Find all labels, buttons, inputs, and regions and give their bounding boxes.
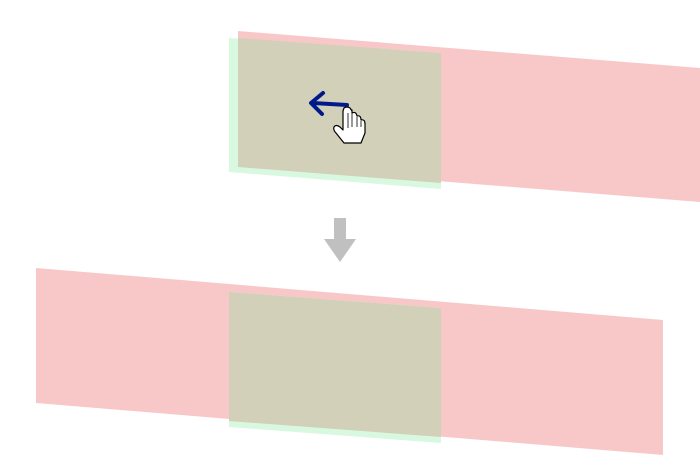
arrow-down-icon [324,218,356,262]
before-frame [238,38,441,183]
hand-pointer-icon [333,106,366,144]
arrow-left-icon [309,91,349,116]
after-frame [229,292,441,437]
after-panel [36,268,663,455]
before-panel [229,31,700,202]
